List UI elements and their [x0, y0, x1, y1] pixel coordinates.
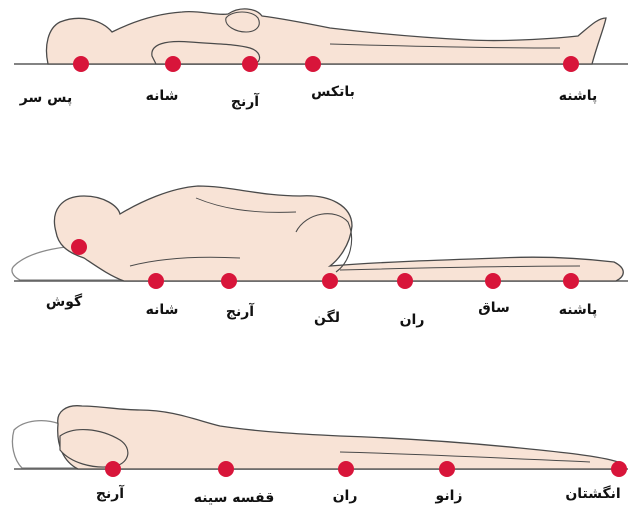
pressure-point: [563, 273, 579, 289]
label-elbow: آرنج: [96, 484, 125, 502]
side-lying-body: [54, 186, 623, 281]
pressure-point: [322, 273, 338, 289]
label-occiput: پس سر: [19, 90, 72, 106]
pressure-point: [439, 461, 455, 477]
pressure-point: [563, 56, 579, 72]
label-pelvis: لگن: [314, 309, 340, 326]
pressure-point: [73, 56, 89, 72]
label-knee: زانو: [435, 488, 463, 504]
label-shin: ساق: [478, 300, 510, 316]
pressure-point: [71, 239, 87, 255]
label-shoulder: شانه: [146, 302, 179, 318]
panel-supine: پس سر شانه آرنج باتکس پاشنه: [14, 9, 628, 110]
label-shoulder: شانه: [146, 88, 179, 104]
label-toes: انگشتان: [565, 485, 620, 502]
label-heel: پاشنه: [559, 88, 598, 104]
label-thigh: ران: [333, 488, 358, 504]
label-elbow: آرنج: [226, 302, 255, 320]
pressure-point: [218, 461, 234, 477]
pressure-point: [611, 461, 627, 477]
pressure-point: [485, 273, 501, 289]
label-chest: قفسه سینه: [194, 490, 275, 506]
pressure-point: [105, 461, 121, 477]
label-elbow: آرنج: [231, 92, 260, 110]
pressure-point: [165, 56, 181, 72]
label-ear: گوش: [46, 293, 83, 310]
label-heel: پاشنه: [559, 302, 598, 318]
pressure-point: [242, 56, 258, 72]
pressure-point: [397, 273, 413, 289]
label-thigh: ران: [400, 312, 425, 328]
pressure-point: [221, 273, 237, 289]
pressure-point: [148, 273, 164, 289]
panel-prone: آرنج قفسه سینه ران زانو انگشتان: [12, 406, 628, 506]
panel-side-lying: گوش شانه آرنج لگن ران ساق پاشنه: [12, 186, 628, 328]
pressure-point: [305, 56, 321, 72]
supine-body: [47, 9, 607, 64]
label-buttocks: باتکس: [311, 84, 355, 100]
pressure-point: [338, 461, 354, 477]
